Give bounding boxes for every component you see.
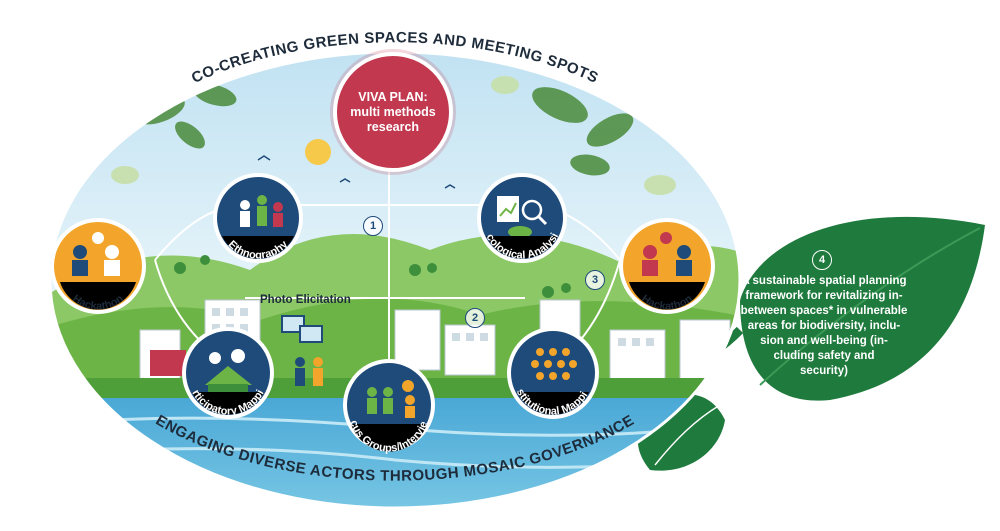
hackathon-right-icon (642, 232, 692, 276)
hackathon-left-label: Hackathon (70, 293, 126, 313)
step-number-3: 3 (585, 270, 605, 290)
hackathon-left-icon (72, 232, 120, 276)
svg-text:Hackathon: Hackathon (70, 293, 126, 313)
step-number-1: 1 (363, 216, 383, 236)
viva-plan-label: VIVA PLAN: multi methods research (350, 89, 436, 134)
sun-icon (305, 139, 331, 165)
institutional-mapping-icon (531, 348, 577, 380)
ethnography-icon (240, 195, 283, 227)
step-number-2: 2 (465, 308, 485, 328)
step-number-4: 4 (812, 250, 832, 270)
hackathon-right-label: Hackathon (639, 293, 695, 313)
svg-text:Hackathon: Hackathon (639, 293, 695, 313)
outcome-text: A sustainable spatial planning framework… (740, 275, 908, 377)
viva-plan-circle: VIVA PLAN: multi methods research (333, 52, 453, 172)
photo-elicitation-icon (281, 315, 323, 386)
focus-groups-icon (367, 380, 415, 418)
photo-elicitation-label: Photo Elicitation (260, 294, 351, 306)
ecological-analysis-icon (497, 196, 548, 238)
